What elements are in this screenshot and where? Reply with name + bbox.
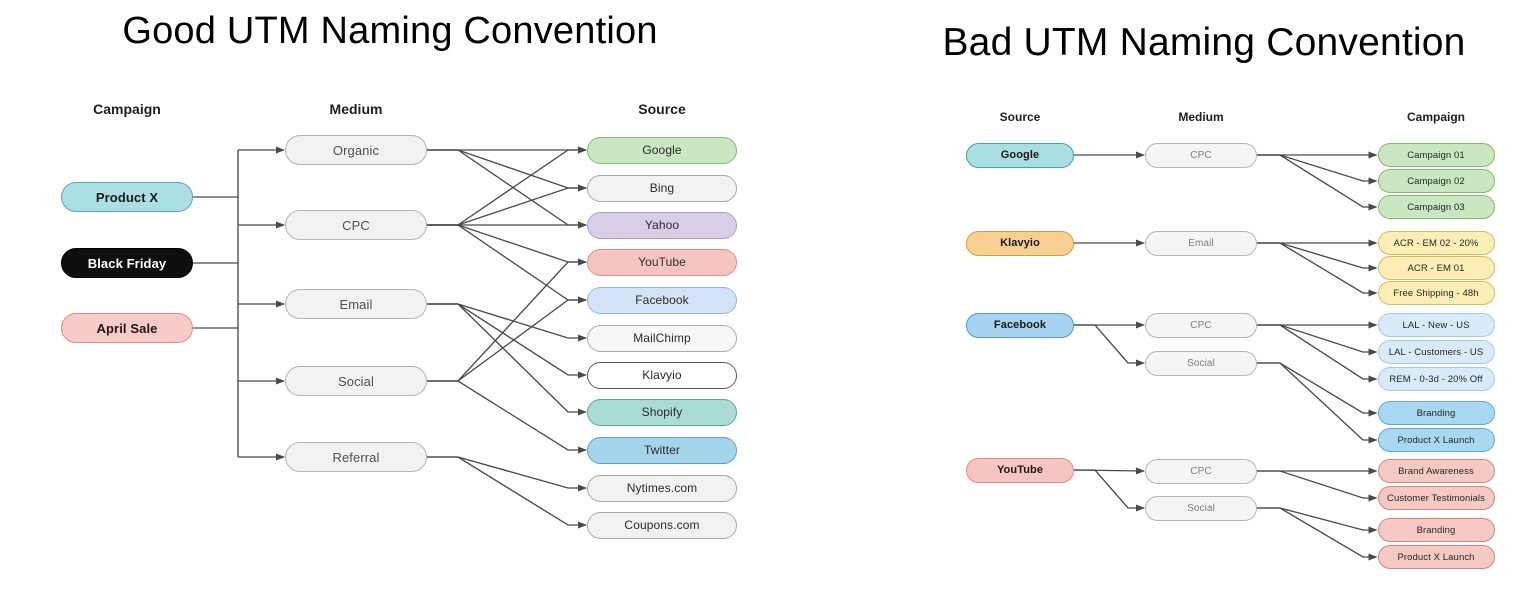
node-youtube: YouTube <box>587 248 737 276</box>
node-product-x: Product X <box>61 182 193 212</box>
connector-line <box>427 303 587 379</box>
node-brand-awareness: Brand Awareness <box>1377 459 1495 483</box>
connector-line <box>427 380 587 454</box>
node-facebook-r: Facebook <box>966 312 1074 338</box>
node-shopify: Shopify <box>587 398 737 426</box>
node-email-1: Email <box>1145 230 1257 256</box>
node-customer-testimonials: Customer Testimonials <box>1377 486 1495 510</box>
node-klavyio: Klavyio <box>587 361 737 389</box>
node-organic: Organic <box>285 135 427 165</box>
node-lal-customers: LAL - Customers - US <box>1377 340 1495 364</box>
connector-line <box>1257 362 1378 444</box>
connector-line <box>1257 324 1378 383</box>
node-lal-new: LAL - New - US <box>1377 313 1495 337</box>
good-diagram-title: Good UTM Naming Convention <box>122 10 658 52</box>
node-google: Google <box>587 136 737 164</box>
node-mailchimp: MailChimp <box>587 324 737 352</box>
connector-line <box>427 456 587 492</box>
bad-column-header-campaign: Campaign <box>1406 110 1466 124</box>
connector-line <box>427 258 587 382</box>
connector-line <box>1257 242 1378 297</box>
bad-column-header-source: Source <box>999 110 1041 124</box>
node-cpc-2: CPC <box>1145 312 1257 338</box>
good-column-header-campaign: Campaign <box>93 101 161 117</box>
bad-column-header-medium: Medium <box>1178 110 1224 124</box>
node-cpc-3: CPC <box>1145 458 1257 484</box>
node-free-shipping: Free Shipping - 48h <box>1377 281 1495 305</box>
connector-line <box>427 303 587 416</box>
node-branding-yt: Branding <box>1377 518 1495 542</box>
node-cpc-1: CPC <box>1145 142 1257 168</box>
connector-line <box>1257 154 1378 211</box>
node-yahoo: Yahoo <box>587 211 737 239</box>
connector-line <box>1257 324 1378 356</box>
node-campaign-03: Campaign 03 <box>1377 195 1495 219</box>
bad-diagram-title: Bad UTM Naming Convention <box>942 21 1466 64</box>
node-social: Social <box>285 366 427 396</box>
node-klavyio-r: Klavyio <box>966 230 1074 256</box>
node-facebook: Facebook <box>587 286 737 314</box>
connector-line <box>427 146 587 226</box>
node-campaign-01: Campaign 01 <box>1377 143 1495 167</box>
node-coupons: Coupons.com <box>587 511 737 539</box>
node-product-x-launch-fb: Product X Launch <box>1377 428 1495 452</box>
connector-line <box>427 224 587 304</box>
node-referral: Referral <box>285 442 427 472</box>
connector-line <box>427 303 587 342</box>
connector-line <box>427 149 587 229</box>
node-acr-em-01: ACR - EM 01 <box>1377 256 1495 280</box>
connector-line <box>1074 324 1145 367</box>
node-nytimes: Nytimes.com <box>587 474 737 502</box>
node-product-x-launch-yt: Product X Launch <box>1377 545 1495 569</box>
node-email: Email <box>285 289 427 319</box>
node-cpc: CPC <box>285 210 427 240</box>
node-campaign-02: Campaign 02 <box>1377 169 1495 193</box>
connector-line <box>1257 242 1378 272</box>
connector-line <box>1257 470 1378 502</box>
node-bing: Bing <box>587 174 737 202</box>
node-twitter: Twitter <box>587 436 737 464</box>
connector-line <box>1257 154 1378 185</box>
connector-line <box>427 184 587 226</box>
node-acr-em-02: ACR - EM 02 - 20% <box>1377 231 1495 255</box>
node-social-2: Social <box>1145 495 1257 521</box>
node-april-sale: April Sale <box>61 313 193 343</box>
node-branding-fb: Branding <box>1377 401 1495 425</box>
connector-line <box>427 224 587 266</box>
connector-line <box>1257 507 1378 561</box>
node-youtube-r: YouTube <box>966 457 1074 483</box>
connector-line <box>1257 507 1378 534</box>
node-rem-0-3d: REM - 0-3d - 20% Off <box>1377 367 1495 391</box>
connector-line <box>1074 469 1145 512</box>
node-google-r: Google <box>966 142 1074 168</box>
connector-line <box>1257 362 1378 417</box>
good-column-header-source: Source <box>638 101 686 117</box>
node-social-1: Social <box>1145 350 1257 376</box>
connector-line <box>427 456 587 529</box>
good-column-header-medium: Medium <box>329 101 383 117</box>
connector-line <box>427 296 587 382</box>
node-black-friday: Black Friday <box>61 248 193 278</box>
